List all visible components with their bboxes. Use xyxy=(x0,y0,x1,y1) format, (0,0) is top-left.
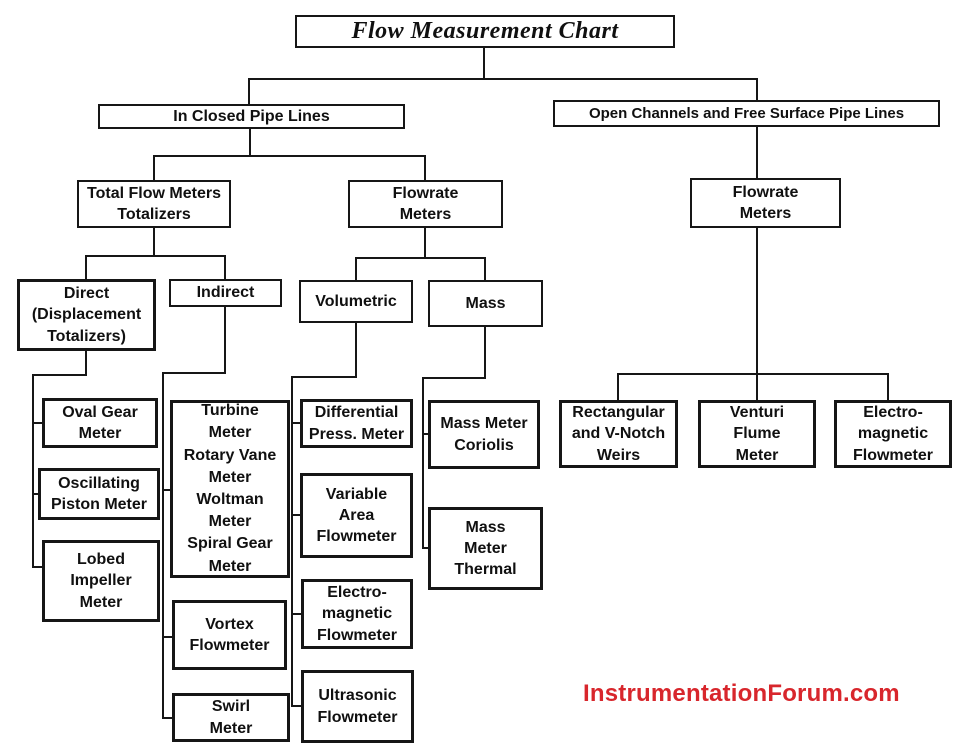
node-swirl-meter: Swirl Meter xyxy=(172,693,290,742)
connector xyxy=(617,373,619,401)
connector xyxy=(422,433,430,435)
connector xyxy=(291,376,293,707)
node-total-flow-meters-totalizers: Total Flow Meters Totalizers xyxy=(77,180,231,228)
connector xyxy=(355,323,357,378)
connector xyxy=(291,376,357,378)
connector xyxy=(162,636,174,638)
node-oval-gear-meter: Oval Gear Meter xyxy=(42,398,158,448)
connector xyxy=(32,374,87,376)
node-indirect: Indirect xyxy=(169,279,282,307)
connector xyxy=(756,228,758,375)
connector xyxy=(32,493,40,495)
connector xyxy=(85,255,87,280)
node-rectangular-vnotch-weirs: Rectangular and V-Notch Weirs xyxy=(559,400,678,468)
connector xyxy=(291,422,302,424)
node-indirect-meters-group: Turbine Meter Rotary Vane Meter Woltman … xyxy=(170,400,290,578)
connector xyxy=(483,48,485,79)
connector xyxy=(85,255,226,257)
node-flowrate-meters-closed: Flowrate Meters xyxy=(348,180,503,228)
connector xyxy=(484,257,486,281)
connector xyxy=(422,377,424,549)
connector xyxy=(162,372,226,374)
connector xyxy=(756,373,758,401)
connector xyxy=(291,613,303,615)
node-flowrate-meters-open: Flowrate Meters xyxy=(690,178,841,228)
connector xyxy=(162,717,174,719)
connector xyxy=(756,78,758,102)
connector xyxy=(424,155,426,181)
connector xyxy=(355,257,357,281)
connector xyxy=(85,351,87,376)
node-in-closed-pipe-lines: In Closed Pipe Lines xyxy=(98,104,405,129)
connector xyxy=(355,257,486,259)
node-direct-displacement-totalizers: Direct (Displacement Totalizers) xyxy=(17,279,156,351)
connector xyxy=(424,228,426,259)
node-open-channels: Open Channels and Free Surface Pipe Line… xyxy=(553,100,940,127)
connector xyxy=(224,255,226,280)
connector xyxy=(153,228,155,257)
connector xyxy=(153,155,425,157)
node-volumetric: Volumetric xyxy=(299,280,413,323)
connector xyxy=(887,373,889,401)
connector xyxy=(162,489,172,491)
connector xyxy=(617,373,889,375)
connector xyxy=(422,377,486,379)
node-lobed-impeller-meter: Lobed Impeller Meter xyxy=(42,540,160,622)
connector xyxy=(291,514,302,516)
node-mass-meter-thermal: Mass Meter Thermal xyxy=(428,507,543,590)
connector xyxy=(32,566,44,568)
node-oscillating-piston-meter: Oscillating Piston Meter xyxy=(38,468,160,520)
connector xyxy=(756,127,758,179)
node-ultrasonic-flowmeter: Ultrasonic Flowmeter xyxy=(301,670,414,743)
node-differential-pressure-meter: Differential Press. Meter xyxy=(300,399,413,448)
connector xyxy=(162,372,164,719)
watermark-text: InstrumentationForum.com xyxy=(583,680,900,707)
connector xyxy=(249,129,251,157)
connector xyxy=(422,547,430,549)
node-vortex-flowmeter: Vortex Flowmeter xyxy=(172,600,287,670)
connector xyxy=(32,422,44,424)
connector xyxy=(248,78,758,80)
node-title: Flow Measurement Chart xyxy=(295,15,675,48)
node-venturi-flume-meter: Venturi Flume Meter xyxy=(698,400,816,468)
node-electromagnetic-flowmeter-open: Electro- magnetic Flowmeter xyxy=(834,400,952,468)
connector xyxy=(484,327,486,379)
node-variable-area-flowmeter: Variable Area Flowmeter xyxy=(300,473,413,558)
node-mass-meter-coriolis: Mass Meter Coriolis xyxy=(428,400,540,469)
connector xyxy=(32,374,34,568)
node-electromagnetic-flowmeter-volumetric: Electro- magnetic Flowmeter xyxy=(301,579,413,649)
connector xyxy=(153,155,155,181)
connector xyxy=(291,705,303,707)
node-mass: Mass xyxy=(428,280,543,327)
connector xyxy=(248,78,250,105)
connector xyxy=(224,307,226,374)
